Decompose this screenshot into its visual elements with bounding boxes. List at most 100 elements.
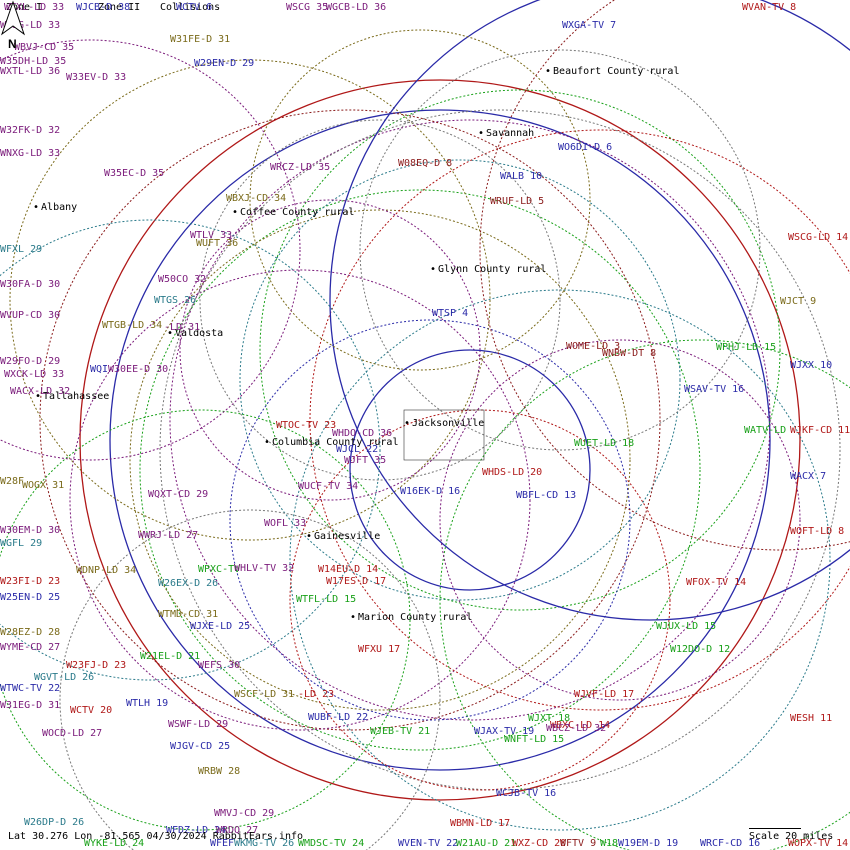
station-label[interactable]: W30EE-D 30: [108, 364, 169, 375]
station-label[interactable]: W26DP-D 26: [24, 817, 85, 828]
station-label[interactable]: WRDQ 27: [216, 825, 259, 836]
station-label[interactable]: WVAN-TV 8: [742, 2, 797, 13]
place-label[interactable]: Gainesville: [306, 531, 380, 542]
station-label[interactable]: WMDSC-TV 24: [298, 838, 365, 849]
station-label[interactable]: WJVF-LD 17: [574, 689, 635, 700]
station-label[interactable]: WKMG-TV 26: [234, 838, 295, 849]
station-label[interactable]: W28EZ-D 28: [0, 627, 61, 638]
station-label[interactable]: WTSP 4: [432, 308, 469, 319]
station-label[interactable]: W26EX-D 26: [158, 578, 219, 589]
station-label[interactable]: WSCG-LD 14: [788, 232, 849, 243]
station-label[interactable]: WUBF-LD 22: [308, 712, 369, 723]
station-label[interactable]: WUET-LD 18: [574, 438, 635, 449]
station-label[interactable]: WBCZ-LD 32: [546, 723, 607, 734]
station-label[interactable]: WEFS 30: [198, 660, 241, 671]
station-label[interactable]: WYME-CD 27: [0, 642, 61, 653]
station-label[interactable]: WRCF-CD 16: [700, 838, 761, 849]
station-label[interactable]: WYKE-LD 24: [84, 838, 145, 849]
station-label[interactable]: WTGS 26: [154, 295, 197, 306]
station-label[interactable]: W30FA-D 30: [0, 279, 61, 290]
station-label[interactable]: WFOX-TV 14: [686, 577, 747, 588]
station-label[interactable]: WOME-LD 3: [566, 341, 621, 352]
station-label[interactable]: WDNP-LD 34: [76, 565, 137, 576]
place-label[interactable]: Savannah: [478, 128, 534, 139]
station-label[interactable]: W29EN-D 29: [194, 58, 255, 69]
station-label[interactable]: WTXL-LD 33: [4, 2, 65, 13]
station-label[interactable]: W35DH-LD 35: [0, 56, 67, 67]
station-label[interactable]: WBXC-LD 14: [550, 720, 611, 731]
station-label[interactable]: WGFL 29: [0, 538, 43, 549]
station-label[interactable]: WCTV 20: [70, 705, 113, 716]
station-label[interactable]: WSWF-LD 29: [168, 719, 229, 730]
station-label[interactable]: WBFL-CD 13: [516, 490, 577, 501]
station-label[interactable]: WRBW 28: [198, 766, 241, 777]
station-label[interactable]: WQXT-CD 29: [148, 489, 209, 500]
station-label[interactable]: WOPX-TV 14: [788, 838, 849, 849]
station-label[interactable]: WFXU 17: [358, 644, 401, 655]
place-label[interactable]: Marion County rural: [350, 612, 472, 623]
station-label[interactable]: WBXJ-CD 34: [226, 193, 287, 204]
station-label[interactable]: W08EQ-D 8: [398, 158, 453, 169]
station-label[interactable]: WMVJ-CD 29: [214, 808, 275, 819]
station-label[interactable]: WOGX 31: [22, 480, 65, 491]
station-label[interactable]: WXGA-TV 7: [562, 20, 617, 31]
station-label[interactable]: W19EM-D 19: [618, 838, 679, 849]
station-label[interactable]: WJEB-TV 21: [370, 726, 431, 737]
station-label[interactable]: WJCL 22: [336, 444, 379, 455]
station-label[interactable]: W31EG-D 31: [0, 700, 61, 711]
station-label[interactable]: WFDZ-LD 24: [166, 825, 227, 836]
station-label[interactable]: WHDO-CD 36: [332, 428, 393, 439]
station-label[interactable]: WXCK-LD 33: [4, 369, 65, 380]
station-label[interactable]: W23FI-D 23: [0, 576, 61, 587]
station-label[interactable]: WRUF-LD 5: [490, 196, 545, 207]
station-label[interactable]: WHDS-LD 20: [482, 467, 543, 478]
station-label[interactable]: WTLV 33: [190, 230, 233, 241]
station-label[interactable]: WOCD-LD 27: [42, 728, 103, 739]
station-label[interactable]: WTFL-LD 15: [296, 594, 357, 605]
station-label[interactable]: WCJB-TV 16: [496, 788, 557, 799]
station-label[interactable]: WOFT-LD 8: [790, 526, 845, 537]
station-label[interactable]: WATV-LD: [744, 425, 787, 436]
station-label[interactable]: W21AU-D 21: [456, 838, 517, 849]
station-label[interactable]: WJAX-TV 19: [474, 726, 535, 737]
station-label[interactable]: WVUP-CD 30: [0, 310, 61, 321]
station-label[interactable]: WFXL 29: [0, 244, 43, 255]
station-label[interactable]: W23FJ-D 23: [66, 660, 127, 671]
station-label[interactable]: WTGB-LD 34: [102, 320, 163, 331]
station-label[interactable]: WJXX 10: [790, 360, 833, 371]
station-label[interactable]: WGCB-LD 36: [326, 2, 387, 13]
place-label[interactable]: Coffee County rural: [232, 207, 354, 218]
station-label[interactable]: WACX 7: [790, 471, 827, 482]
station-label[interactable]: WJCT 9: [780, 296, 817, 307]
station-label[interactable]: WQI: [90, 364, 109, 375]
station-label[interactable]: WACX-LD 32: [10, 386, 71, 397]
station-label[interactable]: WXZ-CD 20: [512, 838, 567, 849]
station-label[interactable]: WTMD-CD 31: [158, 609, 219, 620]
station-label[interactable]: W17ES-D 17: [326, 576, 387, 587]
station-label[interactable]: WNBW-DT 8: [602, 348, 657, 359]
place-label[interactable]: Glynn County rural: [430, 264, 546, 275]
station-label[interactable]: WNXG-LD 33: [0, 148, 61, 159]
station-label[interactable]: W25EN-D 25: [0, 592, 61, 603]
station-label[interactable]: -LD 23: [298, 689, 335, 700]
station-label[interactable]: WCTV 6: [176, 2, 213, 13]
station-label[interactable]: WTOC-TV 23: [276, 420, 337, 431]
station-label[interactable]: W14EU-D 14: [318, 564, 379, 575]
station-label[interactable]: WWRJ-LD 27: [138, 530, 199, 541]
station-label[interactable]: WGVT-LD 26: [34, 672, 95, 683]
station-label[interactable]: WNFT-LD 15: [504, 734, 565, 745]
station-label[interactable]: W29FO-D 29: [0, 356, 61, 367]
station-label[interactable]: WJKF-CD 11: [790, 425, 850, 436]
station-label[interactable]: W50CO 32: [158, 274, 207, 285]
station-label[interactable]: W35EC-D 35: [104, 168, 165, 179]
station-label[interactable]: WSAV-TV 16: [684, 384, 745, 395]
station-label[interactable]: WPHJ-LD 15: [716, 342, 777, 353]
station-label[interactable]: WJFT 35: [344, 455, 387, 466]
station-label[interactable]: WFEF: [210, 838, 235, 849]
place-label[interactable]: Tallahassee: [35, 391, 109, 402]
station-label[interactable]: WOFL 33: [264, 518, 307, 529]
station-label[interactable]: WTWC-TV 22: [0, 683, 61, 694]
station-label[interactable]: W21EL-D 21: [140, 651, 201, 662]
station-label[interactable]: WJXE-LD 25: [190, 621, 251, 632]
station-label[interactable]: WBMN-LD 17: [450, 818, 511, 829]
